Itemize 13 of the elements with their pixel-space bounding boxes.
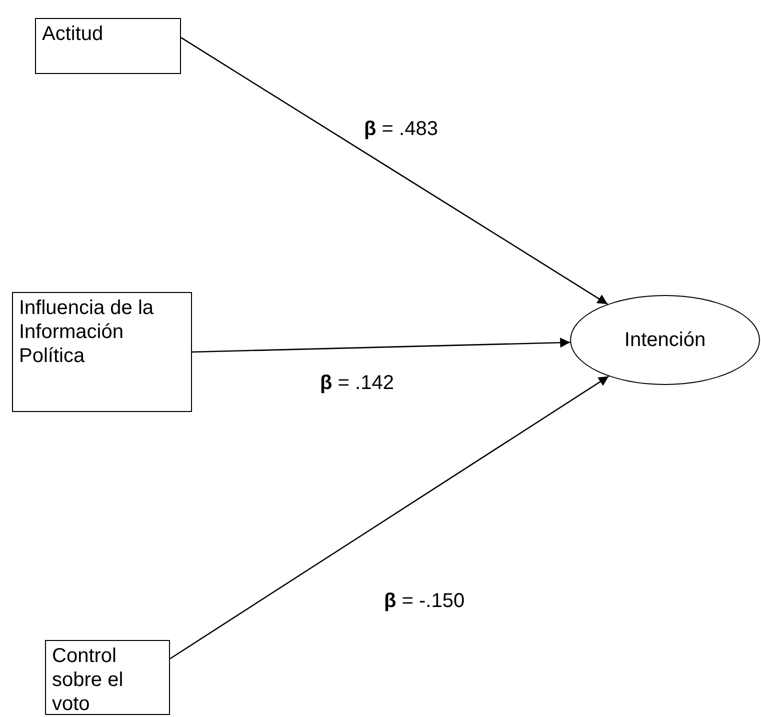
node-label: Control sobre el voto (52, 645, 124, 715)
edge-label: β = .142 (318, 372, 396, 395)
variable-box (12, 292, 192, 412)
node-label: Influencia de la Información Política (19, 297, 154, 367)
arrow (192, 338, 570, 353)
variable-box (45, 640, 170, 715)
arrow (180, 37, 608, 305)
edge-label: β = -.150 (382, 590, 467, 613)
edge-label: β = .483 (362, 118, 440, 141)
node-label: Actitud (42, 23, 104, 45)
arrow (170, 376, 610, 660)
variable-box (35, 18, 181, 74)
node-label: Intención (624, 328, 706, 352)
